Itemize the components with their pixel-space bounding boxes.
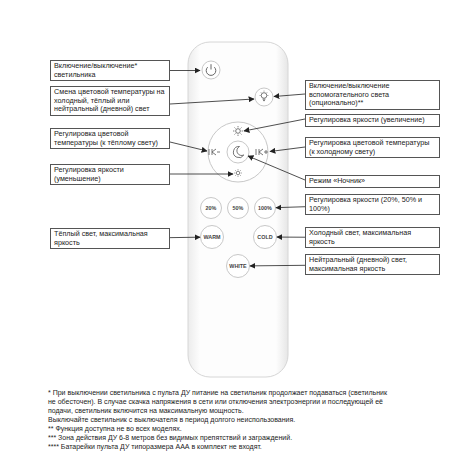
callout-box: Включение/выключение* светильника (50, 60, 170, 81)
node-text: WHITE (226, 254, 250, 278)
node-text: 20% (200, 197, 222, 219)
node-text: Регулировка яркости (20%, 50% и 100%) (309, 196, 436, 213)
button-circle (201, 198, 222, 219)
control-dial (208, 122, 268, 182)
remote-button: WHITE (226, 254, 250, 278)
node-text: 50% (227, 197, 249, 219)
footnote: **** Батарейки пульта ДУ типоразмера ААА… (48, 442, 393, 451)
node-text: Регулировка цветовой температуры (к холо… (309, 139, 436, 156)
node-text: Включение/выключение* светильника (54, 62, 166, 79)
callout-box: Режим «Ночник» (305, 175, 440, 188)
connector-arrow (250, 265, 305, 267)
button-circle (201, 226, 224, 249)
node-text: Включение/выключение вспомогательного св… (309, 82, 436, 108)
cooler-icon (256, 149, 268, 155)
remote-button: 20% (200, 197, 222, 219)
node-text: COLD (253, 225, 277, 249)
node-text: Нейтральный (дневной) свет, максимальная… (309, 256, 436, 273)
callout-box: Тёплый свет, максимальная яркость (50, 228, 170, 249)
button-circle (228, 198, 249, 219)
callout-box: Регулировка яркости (20%, 50% и 100%) (305, 194, 440, 215)
warmer-icon (209, 149, 220, 155)
leader-arrow (170, 99, 254, 104)
callout-box: Нейтральный (дневной) свет, максимальная… (305, 254, 440, 275)
leader-arrow (274, 94, 305, 97)
node-text: WARM (200, 225, 224, 249)
leader-arrow (244, 119, 305, 131)
leader-arrow (270, 147, 305, 152)
footnote: Выключайте светильник с выключателя в пе… (48, 415, 393, 424)
leader-arrow (170, 142, 207, 151)
remote-button: 100% (254, 197, 276, 219)
callout-box: Регулировка яркости (уменьшение) (50, 164, 170, 185)
node-text: Тёплый свет, максимальная яркость (54, 230, 166, 247)
button-circle (254, 226, 277, 249)
node-text: 100% (254, 197, 276, 219)
node-text: Смена цветовой температуры на холодный, … (54, 88, 166, 114)
remote-button: 50% (227, 197, 249, 219)
callout-box: Регулировка яркости (увеличение) (305, 114, 440, 127)
brightness-down-icon (234, 169, 242, 177)
aux-light-button (255, 88, 273, 106)
leader-arrow (170, 70, 200, 71)
connector-arrow (170, 237, 200, 238)
brightness-up-icon (233, 126, 243, 136)
power-button (202, 61, 220, 79)
node-text: Регулировка яркости (уменьшение) (54, 166, 166, 183)
connector-arrow (277, 237, 305, 238)
callout-box: Смена цветовой температуры на холодный, … (50, 86, 170, 116)
node-text: Холодный свет, максимальная яркость (309, 229, 436, 246)
node-text: Регулировка яркости (увеличение) (309, 116, 436, 125)
night-mode-icon (233, 146, 243, 157)
footnote: *** Зона действия ДУ 6-8 метров без види… (48, 433, 393, 442)
leader-arrow (248, 156, 305, 180)
remote-button: WARM (200, 225, 224, 249)
callout-box: Включение/выключение вспомогательного св… (305, 80, 440, 110)
footnote: * При выключении светильника с пульта ДУ… (48, 388, 393, 415)
remote-button: COLD (253, 225, 277, 249)
callout-box: Регулировка цветовой температуры (к холо… (305, 137, 440, 158)
node-text: Регулировка цветовой температуры (к тёпл… (54, 130, 166, 147)
button-circle (255, 198, 276, 219)
remote-body (188, 42, 288, 377)
node-text: Режим «Ночник» (309, 177, 436, 186)
leader-arrow (170, 174, 233, 175)
callout-box: Регулировка цветовой температуры (к тёпл… (50, 128, 170, 149)
callout-box: Холодный свет, максимальная яркость (305, 227, 440, 248)
leader-arrows (170, 71, 305, 181)
footnote: ** Функция доступна не во всех моделях. (48, 424, 393, 433)
connector-arrow (276, 206, 305, 208)
button-circle (227, 255, 250, 278)
